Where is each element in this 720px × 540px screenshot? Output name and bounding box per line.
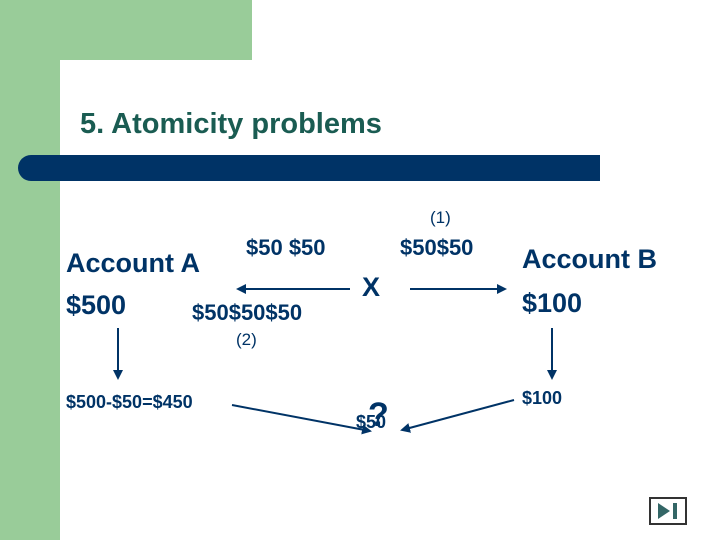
in-transit-amount: $50 [356, 412, 387, 432]
failure-mark: X [362, 272, 381, 302]
step-1-label: (1) [430, 208, 451, 227]
green-left-strip [0, 0, 60, 540]
arrow-from-a-result [231, 404, 372, 435]
slide-title: 5. Atomicity problems [80, 108, 382, 140]
step-2-label: (2) [236, 330, 257, 349]
transfer-amounts: $50$50 [400, 235, 474, 260]
skip-to-end-button[interactable] [649, 497, 687, 525]
account-b-balance: $100 [522, 288, 583, 318]
account-a-balance: $500 [66, 290, 127, 320]
arrow-from-b-result [400, 399, 515, 433]
account-b-label: Account B [522, 244, 657, 274]
slide-content-panel [60, 60, 720, 540]
account-a-label: Account A [66, 248, 200, 278]
title-underline-bar [18, 155, 600, 181]
account-a-result: $500-$50=$450 [66, 392, 193, 412]
skip-to-end-icon [658, 503, 677, 519]
account-a-mid-amounts: $50$50$50 [192, 300, 303, 325]
unknown-question-mark: ? [368, 396, 389, 434]
account-b-result: $100 [522, 388, 563, 408]
account-a-top-amounts: $50 $50 [246, 235, 326, 260]
